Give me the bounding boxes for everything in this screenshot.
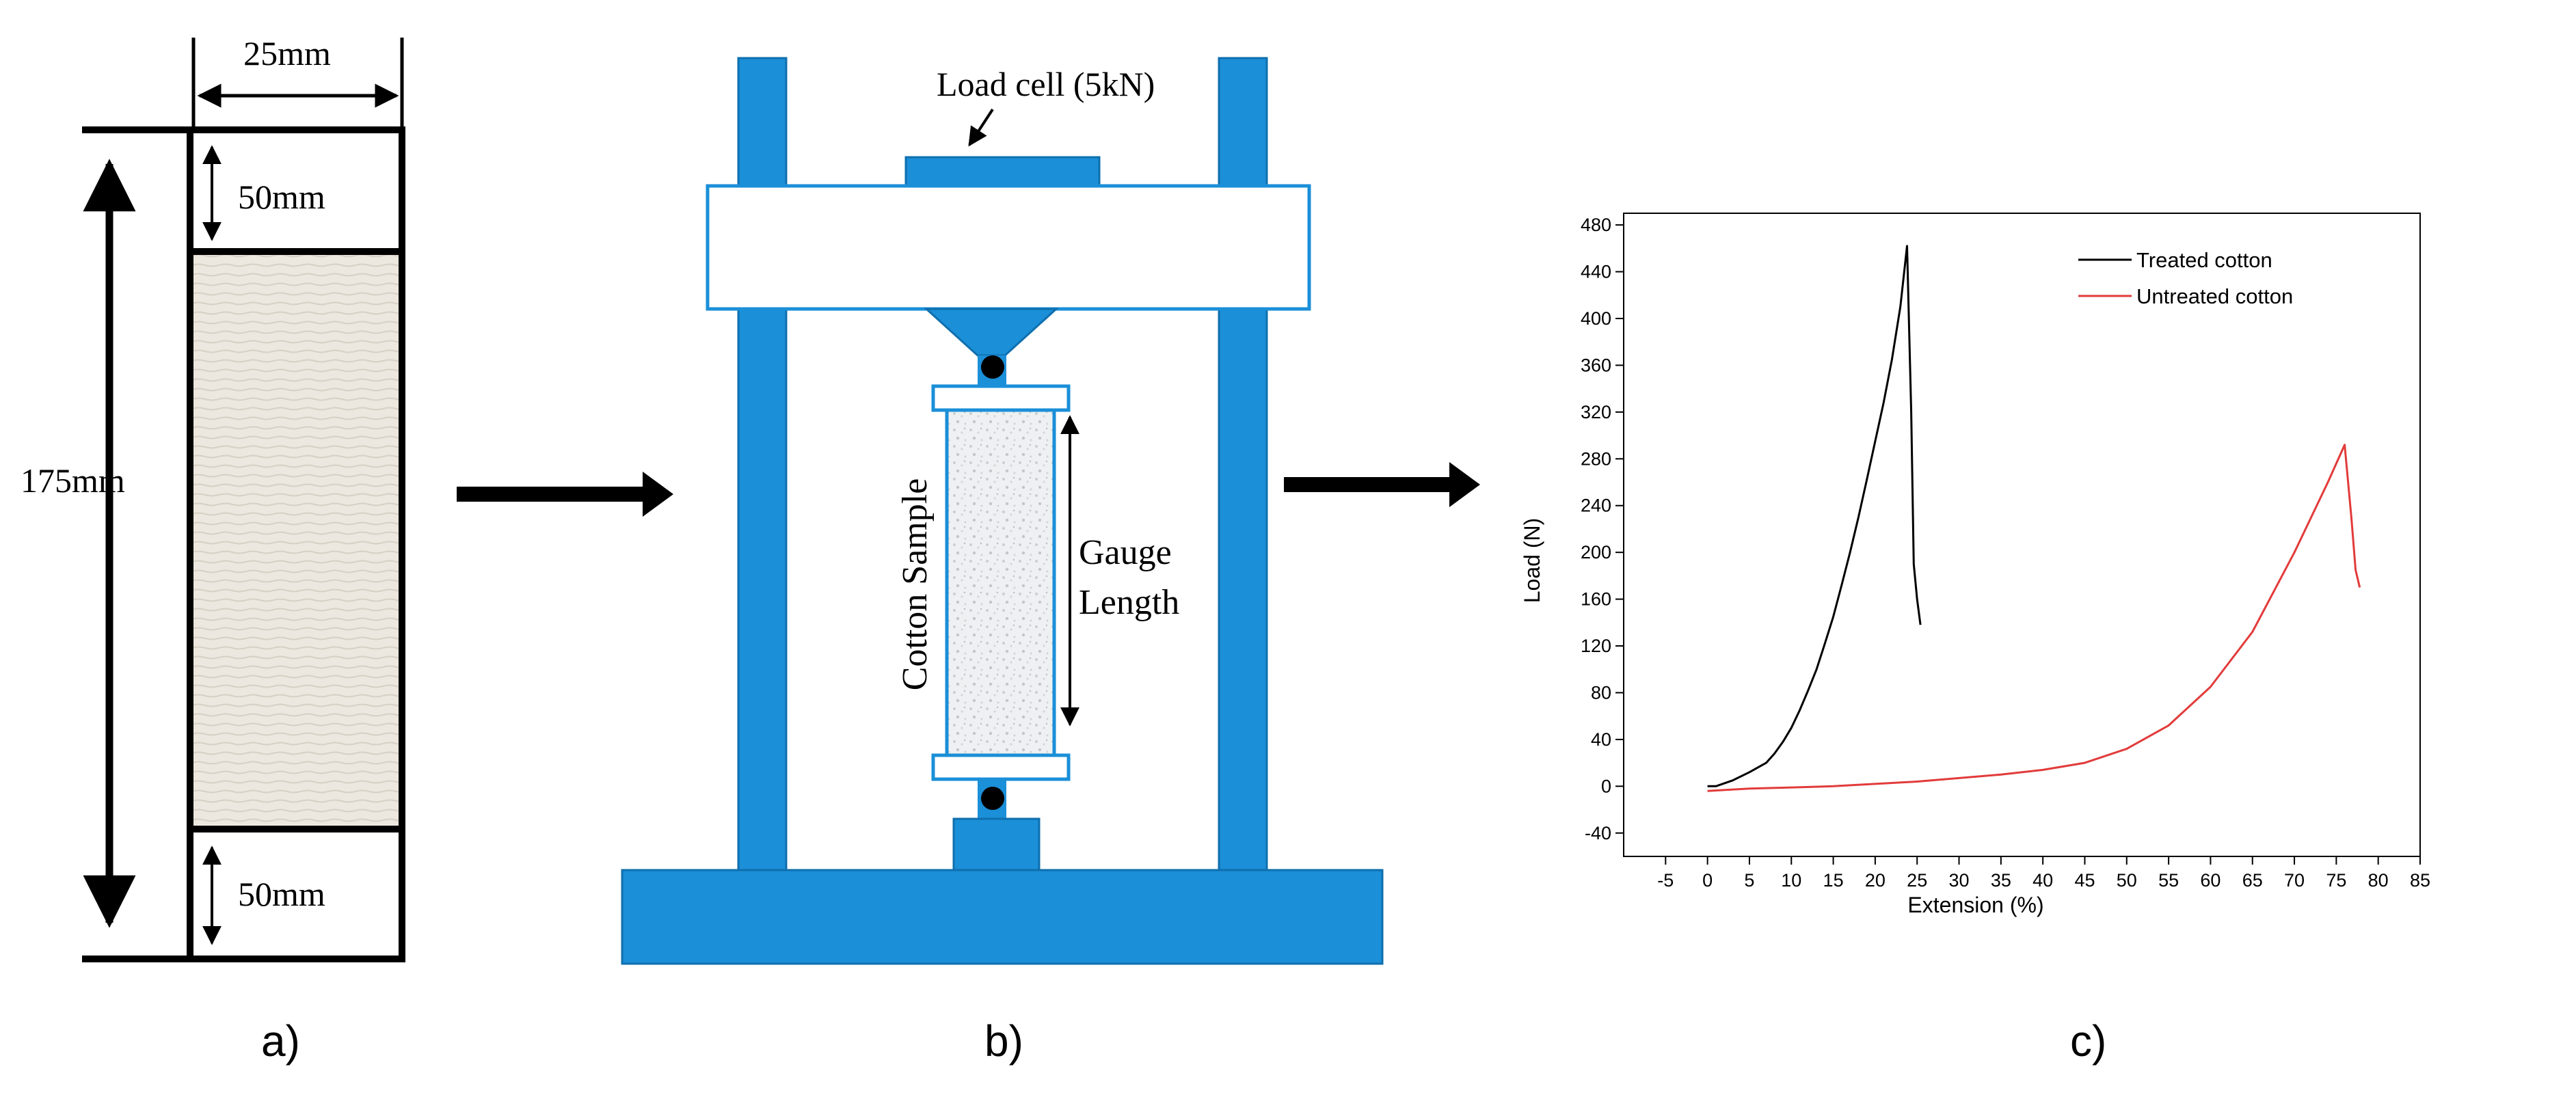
x-tick-label: 0	[1702, 870, 1713, 891]
y-tick-label: 440	[1581, 262, 1611, 282]
right-column	[1218, 57, 1268, 871]
load-cell-label: Load cell (5kN)	[937, 65, 1155, 103]
flow-arrow-a-to-b	[457, 472, 673, 517]
panel-c-chart: -5 0 5 10 15 20 25 30 35 40 45 50 55 60 65 70 75 80 85 -40…	[1520, 213, 2430, 1066]
x-tick-label: 55	[2158, 870, 2179, 891]
load-cell	[904, 156, 1101, 187]
bottom-grip-label: 50mm	[238, 875, 325, 913]
flow-arrow-b-to-c	[1284, 462, 1480, 507]
left-column	[737, 57, 788, 871]
lower-clamp	[931, 753, 1071, 781]
x-tick-label: 20	[1865, 870, 1886, 891]
x-tick-label: 15	[1823, 870, 1844, 891]
caption-a: a)	[261, 1016, 300, 1066]
load-cell-pointer	[968, 108, 994, 147]
y-tick-label: 200	[1581, 542, 1611, 563]
crosshead	[706, 184, 1311, 311]
x-tick-label: 35	[1991, 870, 2011, 891]
caption-c: c)	[2070, 1016, 2106, 1066]
y-tick-label: 120	[1581, 636, 1611, 656]
x-tick-label: 75	[2326, 870, 2346, 891]
y-tick-label: 40	[1591, 729, 1611, 750]
legend-label: Untreated cotton	[2136, 284, 2293, 308]
x-tick-label: 30	[1949, 870, 1970, 891]
width-label: 25mm	[243, 34, 331, 72]
x-tick-label: 65	[2242, 870, 2263, 891]
sample-label: Cotton Sample	[896, 478, 935, 691]
x-axis-label: Extension (%)	[1907, 893, 2043, 917]
y-axis: -40 0 40 80 120 160 200 240 280 320 360 400 440 480	[1581, 215, 1624, 843]
y-axis-label: Load (N)	[1520, 518, 1544, 604]
series-line-treated	[1707, 245, 1922, 787]
y-tick-label: -40	[1585, 823, 1611, 843]
lower-pin	[981, 787, 1004, 810]
x-tick-label: 50	[2117, 870, 2137, 891]
series-lines	[1707, 245, 2361, 792]
plot-frame	[1623, 213, 2421, 857]
x-tick-label: 45	[2074, 870, 2095, 891]
upper-clamp	[931, 384, 1071, 412]
gauge-label-line1: Gauge	[1079, 533, 1172, 572]
y-tick-label: 80	[1591, 682, 1611, 703]
machine-base	[621, 869, 1384, 965]
y-tick-label: 400	[1581, 308, 1611, 329]
y-tick-label: 240	[1581, 496, 1611, 516]
x-tick-label: 10	[1781, 870, 1801, 891]
series-line-untreated	[1707, 444, 2361, 792]
x-tick-label: 5	[1744, 870, 1754, 891]
upper-pin	[981, 355, 1004, 379]
y-tick-label: 480	[1581, 215, 1611, 235]
x-tick-label: 70	[2284, 870, 2305, 891]
x-axis: -5 0 5 10 15 20 25 30 35 40 45 50 55 60 65 70 75 80 85	[1657, 856, 2430, 891]
y-tick-label: 0	[1601, 776, 1611, 796]
panel-b-test-machine: Gauge Length Cotton Sample Load cell (5k…	[621, 57, 1384, 1066]
x-tick-label: 60	[2200, 870, 2221, 891]
x-tick-label: 40	[2032, 870, 2053, 891]
x-tick-label: 85	[2410, 870, 2430, 891]
cotton-sample	[945, 408, 1056, 757]
x-tick-label: -5	[1657, 870, 1674, 891]
legend-label: Treated cotton	[2136, 248, 2272, 272]
lower-grip-block	[952, 817, 1041, 871]
caption-b: b)	[984, 1016, 1023, 1066]
x-tick-label: 80	[2368, 870, 2389, 891]
height-label: 175mm	[21, 461, 125, 500]
y-tick-label: 280	[1581, 448, 1611, 469]
panel-a-specimen: 25mm 175mm 50mm 50mm a)	[21, 34, 405, 1066]
y-tick-label: 160	[1581, 589, 1611, 610]
x-tick-label: 25	[1907, 870, 1927, 891]
y-tick-label: 320	[1581, 402, 1611, 422]
top-grip-label: 50mm	[238, 178, 325, 216]
upper-grip-wedge	[924, 308, 1059, 357]
fabric-strip	[190, 252, 402, 829]
y-tick-label: 360	[1581, 355, 1611, 375]
gauge-label-line2: Length	[1079, 583, 1179, 622]
